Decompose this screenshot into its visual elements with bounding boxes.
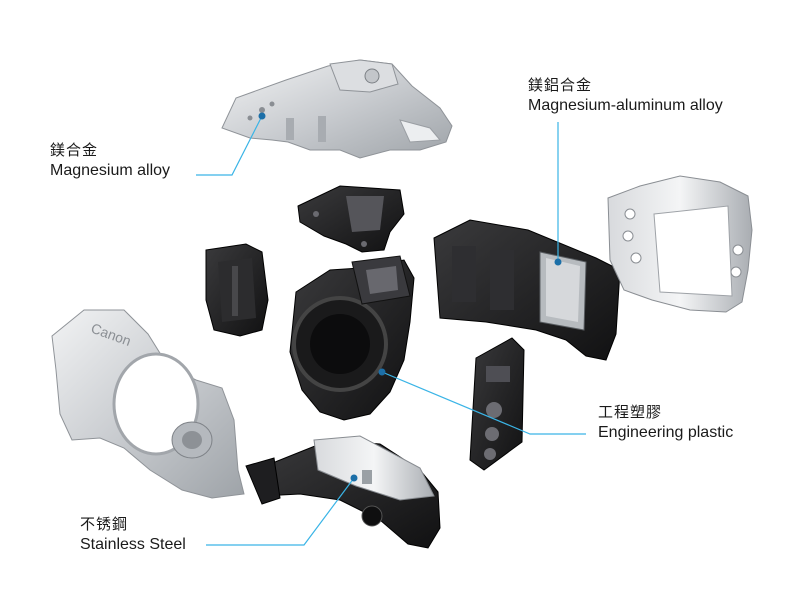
pointer-dot-mg-al — [554, 258, 562, 266]
label-en: Stainless Steel — [80, 535, 186, 553]
label-zh: 不锈鋼 — [80, 515, 129, 533]
leader-lines — [196, 112, 586, 546]
pointer-dot-plastic — [378, 368, 386, 376]
pointer-dot-magnesium — [258, 112, 266, 120]
top-inner-frame-part — [297, 185, 405, 253]
label-engineering-plastic: 工程塑膠 Engineering plastic — [598, 403, 733, 443]
label-en: Magnesium-aluminum alloy — [528, 96, 723, 114]
mirror-box-part — [289, 255, 415, 421]
pointer-dot-steel — [350, 474, 358, 482]
label-zh: 鎂合金 — [50, 141, 99, 159]
label-magnesium-aluminum-alloy: 鎂鋁合金 Magnesium-aluminum alloy — [528, 76, 723, 116]
bottom-plate-part — [245, 435, 441, 549]
rear-plate-part — [469, 337, 525, 471]
label-zh: 鎂鋁合金 — [528, 76, 593, 94]
label-en: Magnesium alloy — [50, 161, 171, 179]
leader-line-plastic — [381, 371, 586, 435]
leader-line-magnesium — [196, 115, 263, 176]
leader-line-steel — [206, 477, 355, 546]
label-en: Engineering plastic — [598, 423, 734, 441]
rear-frame-part — [607, 175, 753, 313]
center-chassis-part — [433, 219, 621, 361]
label-stainless-steel: 不锈鋼 Stainless Steel — [80, 515, 186, 555]
label-zh: 工程塑膠 — [598, 403, 663, 421]
front-shell-part: Canon — [51, 309, 245, 499]
label-magnesium-alloy: 鎂合金 Magnesium alloy — [50, 141, 170, 181]
top-cover-part — [221, 59, 453, 159]
left-bracket-part — [205, 243, 269, 337]
